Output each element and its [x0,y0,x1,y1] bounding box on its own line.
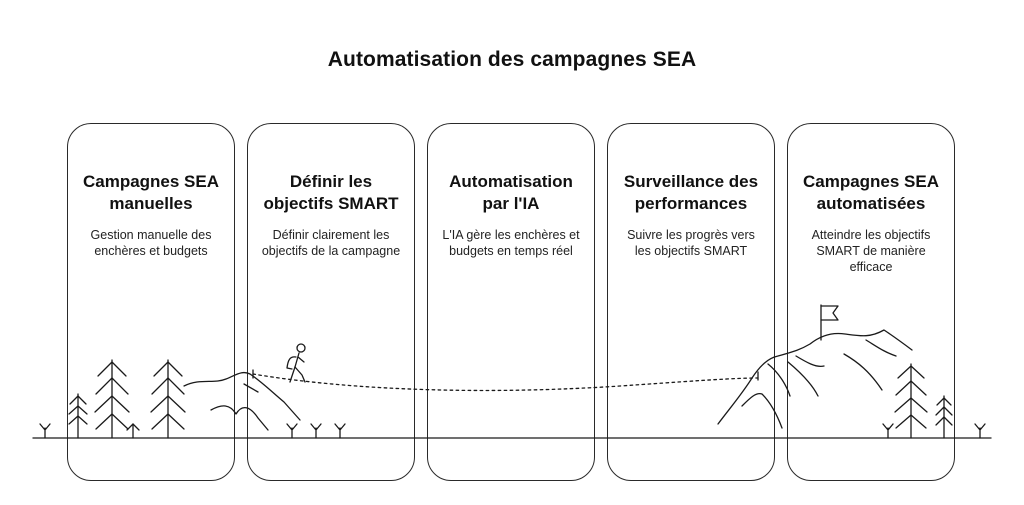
step-card-smart-goals: Définir les objectifs SMART Définir clai… [247,123,415,481]
step-title: Campagnes SEA manuelles [82,172,220,213]
step-description: Atteindre les objectifs SMART de manière… [811,228,931,274]
step-description: Suivre les progrès vers les objectifs SM… [627,228,755,258]
step-card-manual-campaigns: Campagnes SEA manuelles Gestion manuelle… [67,123,235,481]
step-description: Gestion manuelle des enchères et budgets [90,228,212,258]
step-title: Automatisation par l'IA [449,172,573,213]
step-card-ai-automation: Automatisation par l'IA L'IA gère les en… [427,123,595,481]
step-title: Campagnes SEA automatisées [802,172,940,213]
page-title: Automatisation des campagnes SEA [327,48,697,71]
step-card-automated-campaigns: Campagnes SEA automatisées Atteindre les… [787,123,955,481]
step-description: L'IA gère les enchères et budgets en tem… [442,228,580,258]
step-card-performance-monitoring: Surveillance des performances Suivre les… [607,123,775,481]
step-title: Définir les objectifs SMART [263,172,399,213]
step-title: Surveillance des performances [623,172,759,213]
step-description: Définir clairement les objectifs de la c… [261,228,401,258]
